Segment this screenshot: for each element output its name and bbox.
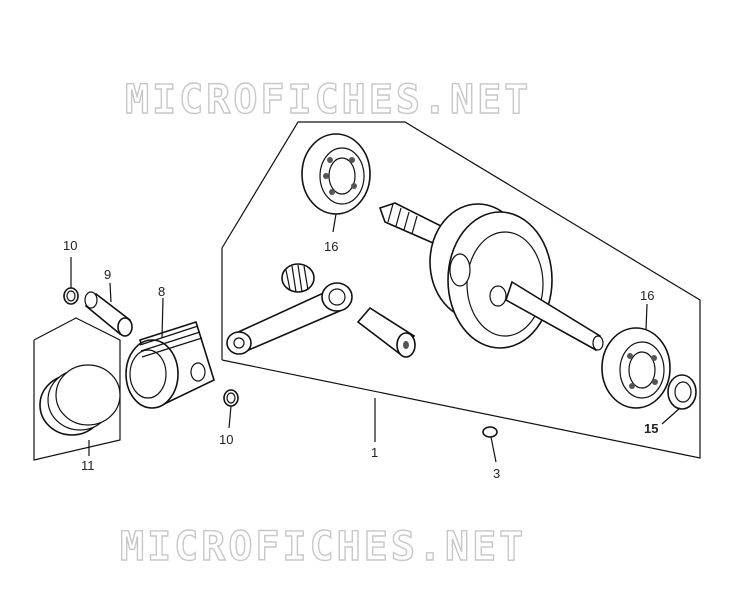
leader-8 — [161, 297, 164, 339]
callout-10-lower: 10 — [219, 432, 233, 447]
crank-pin[interactable] — [356, 306, 416, 358]
leader-9 — [109, 282, 112, 303]
callout-3: 3 — [493, 466, 500, 481]
needle-bearing[interactable] — [281, 263, 315, 293]
piston-pin[interactable] — [84, 291, 133, 337]
piston-rings[interactable] — [39, 364, 121, 436]
oil-seal[interactable] — [667, 374, 697, 410]
bearing-upper[interactable] — [301, 133, 371, 215]
piston[interactable] — [125, 320, 215, 409]
piston-pin-clip-lower[interactable] — [223, 389, 239, 407]
callout-1: 1 — [371, 445, 378, 460]
leader-16a — [332, 213, 337, 233]
leader-10b — [228, 405, 232, 429]
callout-9: 9 — [104, 267, 111, 282]
watermark-top: MICROFICHES.NET — [125, 77, 531, 123]
callout-16-upper: 16 — [324, 239, 338, 254]
watermark-bottom: MICROFICHES.NET — [120, 524, 526, 570]
woodruff-key[interactable] — [482, 426, 498, 438]
connecting-rod[interactable] — [226, 282, 353, 355]
crankshaft[interactable] — [378, 202, 604, 352]
bearing-lower[interactable] — [601, 327, 671, 409]
callout-15: 15 — [644, 421, 658, 436]
callout-16-lower: 16 — [640, 288, 654, 303]
leader-16b — [645, 303, 648, 331]
crankshaft-assembly-outline — [221, 121, 701, 459]
callout-11: 11 — [81, 458, 95, 473]
leader-3 — [490, 436, 497, 463]
callout-8: 8 — [158, 284, 165, 299]
piston-pin-clip-upper[interactable] — [63, 287, 79, 305]
callout-10-upper: 10 — [63, 238, 77, 253]
leader-15 — [661, 407, 681, 425]
